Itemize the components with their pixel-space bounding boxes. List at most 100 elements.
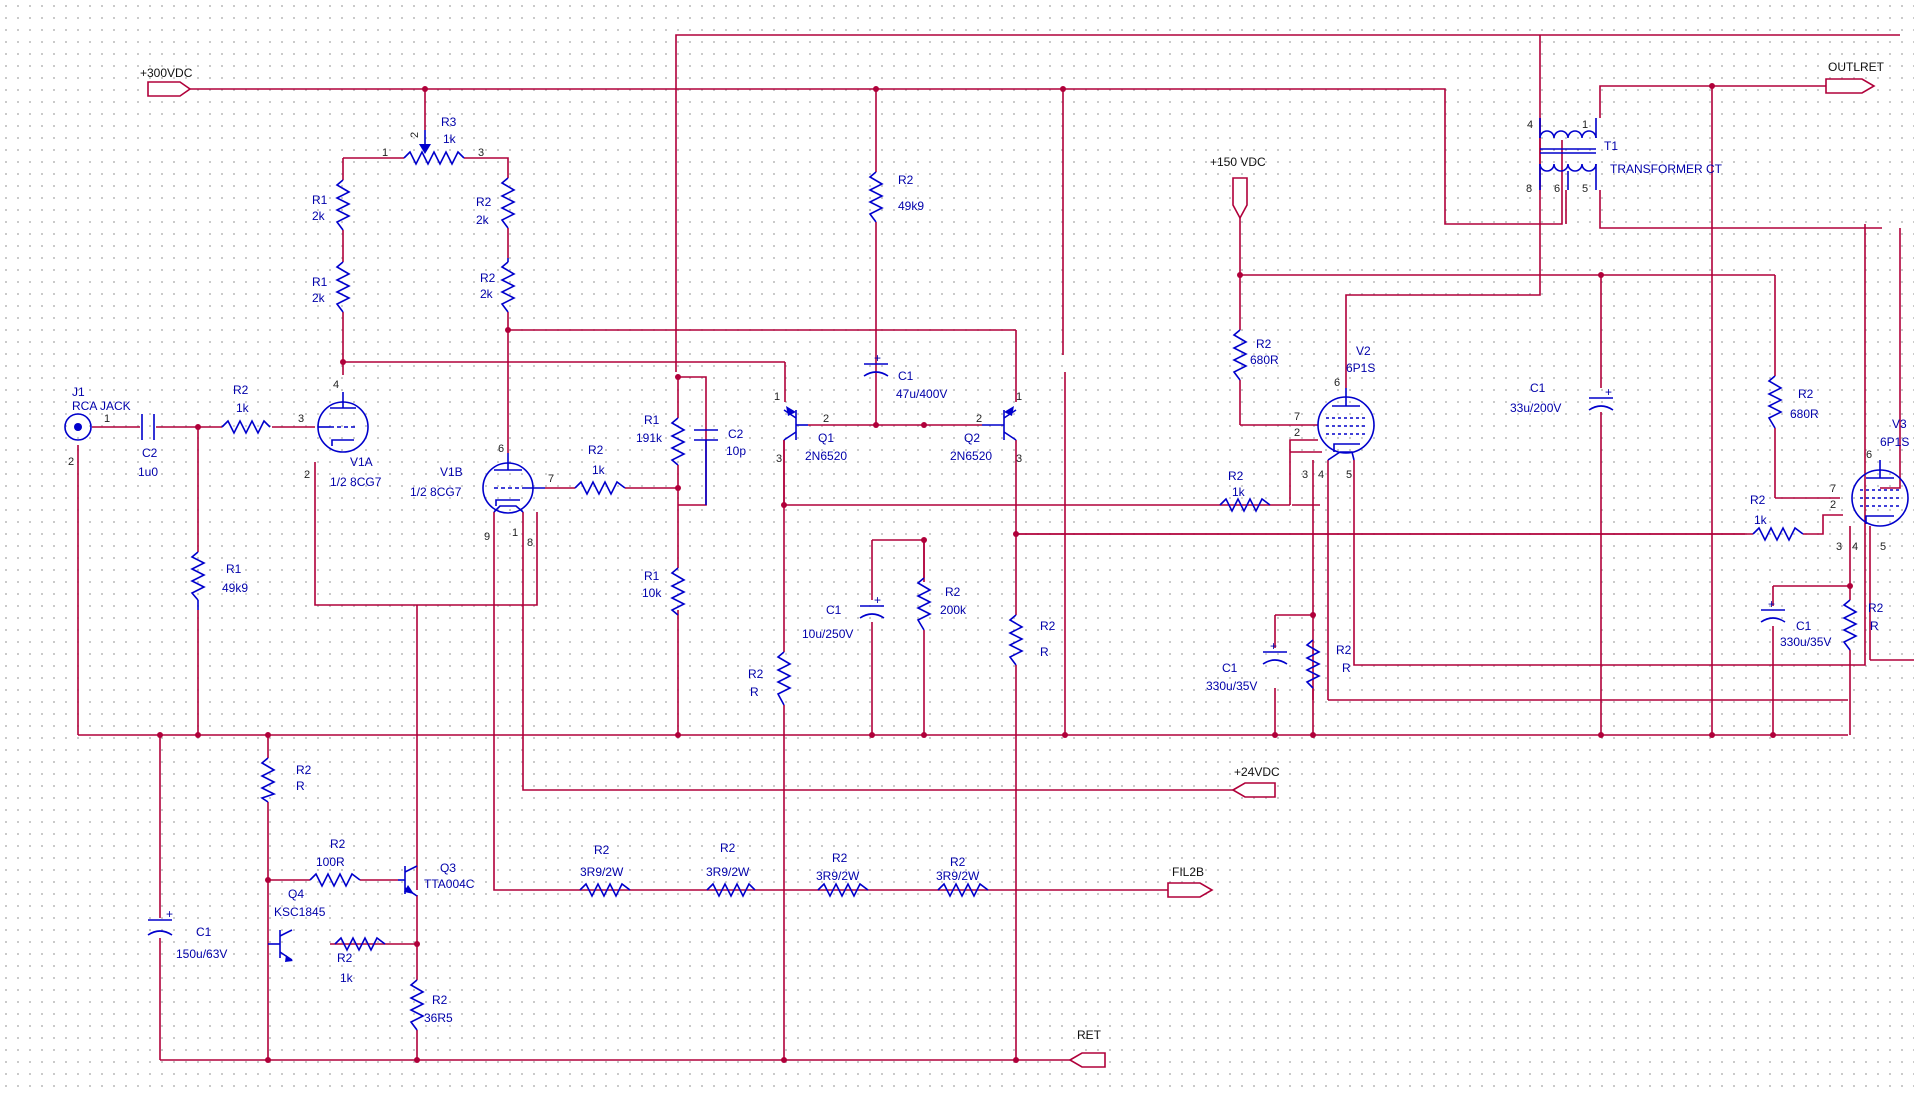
svg-text:C1: C1 <box>826 603 842 617</box>
svg-text:R2: R2 <box>476 195 492 209</box>
svg-text:R2: R2 <box>330 837 346 851</box>
tube-v2: V2 6P1S 6 7 2 3 4 5 <box>1294 344 1375 481</box>
transistor-q4: Q4 KSC1845 <box>268 887 326 962</box>
svg-text:49k9: 49k9 <box>222 581 248 595</box>
svg-text:3R9/2W: 3R9/2W <box>816 869 860 883</box>
svg-text:R2: R2 <box>1750 493 1766 507</box>
junctions <box>157 83 1853 1063</box>
svg-text:Q2: Q2 <box>964 431 980 445</box>
svg-text:1k: 1k <box>592 463 606 477</box>
svg-text:R1: R1 <box>644 569 660 583</box>
svg-text:8: 8 <box>1526 183 1532 195</box>
svg-text:7: 7 <box>548 473 554 485</box>
resistor-r2-1k-q4: R2 1k <box>334 936 386 985</box>
resistor-r2-1k-grid: R2 1k <box>574 443 626 496</box>
svg-text:7: 7 <box>1830 483 1836 495</box>
svg-text:C1: C1 <box>898 369 914 383</box>
svg-text:TRANSFORMER CT: TRANSFORMER CT <box>1610 162 1723 176</box>
svg-text:R1: R1 <box>226 562 242 576</box>
net-label: RET <box>1077 1028 1102 1042</box>
svg-text:680R: 680R <box>1250 353 1279 367</box>
port-p24: +24VDC <box>1231 765 1280 798</box>
resistor-r2-680r-b: R2 680R <box>1767 375 1819 429</box>
resistor-r2-rk2: R2 R <box>1305 639 1352 689</box>
capacitor-c1-47u: + C1 47u/400V <box>863 351 947 401</box>
svg-text:R1: R1 <box>312 275 328 289</box>
svg-text:R: R <box>750 685 759 699</box>
resistor-r2-2k-b: R2 2k <box>480 258 516 313</box>
svg-text:1: 1 <box>104 413 110 425</box>
svg-text:4: 4 <box>333 379 339 391</box>
resistor-r2-100r: R2 100R <box>309 837 361 888</box>
svg-text:5: 5 <box>1880 541 1886 553</box>
svg-text:R: R <box>1040 645 1049 659</box>
net-label: +150 VDC <box>1210 155 1266 169</box>
svg-text:C1: C1 <box>1796 619 1812 633</box>
svg-text:+: + <box>1270 639 1277 653</box>
svg-text:1: 1 <box>382 147 388 159</box>
svg-text:1/2 8CG7: 1/2 8CG7 <box>410 485 462 499</box>
svg-text:R2: R2 <box>432 993 448 1007</box>
transistor-q1: Q1 2N6520 1 2 3 <box>774 391 847 465</box>
resistor-r1-191k: R1 191k <box>636 413 686 466</box>
svg-text:6: 6 <box>498 443 504 455</box>
transformer-t1: T1 TRANSFORMER CT 4 1 8 6 5 <box>1526 118 1723 195</box>
resistor-r2-rk3: R2 R <box>1842 599 1884 651</box>
svg-text:2: 2 <box>976 413 982 425</box>
svg-text:1k: 1k <box>1232 485 1246 499</box>
resistor-r2-1k-v3: R2 1k <box>1750 493 1804 542</box>
svg-text:2: 2 <box>68 456 74 468</box>
svg-text:6P1S: 6P1S <box>1880 435 1909 449</box>
transistor-q2: Q2 2N6520 1 2 3 <box>950 391 1022 465</box>
resistor-r2-1k-v2: R2 1k <box>1219 469 1271 513</box>
svg-text:R2: R2 <box>233 383 249 397</box>
svg-text:191k: 191k <box>636 431 663 445</box>
svg-text:2k: 2k <box>312 291 326 305</box>
capacitor-c1-33u: + C1 33u/200V <box>1510 381 1614 415</box>
net-label: +300VDC <box>140 66 193 80</box>
port-outlret: OUTLRET <box>1825 60 1885 94</box>
svg-text:V1A: V1A <box>350 455 373 469</box>
svg-text:1k: 1k <box>236 401 250 415</box>
svg-text:1u0: 1u0 <box>138 465 158 479</box>
resistor-r2-680r-a: R2 680R <box>1232 329 1279 381</box>
svg-text:33u/200V: 33u/200V <box>1510 401 1561 415</box>
svg-text:2k: 2k <box>480 287 494 301</box>
port-fil2b: FIL2B <box>1167 865 1214 898</box>
svg-text:R1: R1 <box>312 193 328 207</box>
svg-text:2: 2 <box>1830 499 1836 511</box>
svg-text:3: 3 <box>478 147 484 159</box>
capacitor-c2-1u0: C2 1u0 <box>138 414 158 479</box>
svg-text:+: + <box>874 351 881 365</box>
svg-text:1k: 1k <box>1754 513 1768 527</box>
svg-text:100R: 100R <box>316 855 345 869</box>
svg-text:R: R <box>296 779 305 793</box>
svg-text:1/2 8CG7: 1/2 8CG7 <box>330 475 382 489</box>
svg-text:5: 5 <box>1582 183 1588 195</box>
svg-text:+: + <box>166 907 173 921</box>
svg-text:Q1: Q1 <box>818 431 834 445</box>
svg-text:3: 3 <box>1836 541 1842 553</box>
svg-text:+: + <box>874 593 881 607</box>
svg-text:3: 3 <box>1016 453 1022 465</box>
net-label: OUTLRET <box>1828 60 1885 74</box>
svg-text:R2: R2 <box>1256 337 1272 351</box>
svg-text:330u/35V: 330u/35V <box>1206 679 1257 693</box>
resistor-r2-3r9-1: R2 3R9/2W <box>579 843 631 898</box>
svg-text:2k: 2k <box>476 213 490 227</box>
svg-text:1k: 1k <box>443 132 457 146</box>
svg-text:R2: R2 <box>480 271 496 285</box>
svg-text:1: 1 <box>512 527 518 539</box>
svg-text:6: 6 <box>1866 449 1872 461</box>
net-label: FIL2B <box>1172 865 1204 879</box>
svg-text:4: 4 <box>1852 541 1858 553</box>
svg-text:1: 1 <box>1016 391 1022 403</box>
svg-text:V1B: V1B <box>440 465 463 479</box>
svg-text:+: + <box>1605 385 1612 399</box>
svg-text:2N6520: 2N6520 <box>950 449 992 463</box>
resistor-r2-200k: R2 200k <box>916 577 967 631</box>
svg-text:R2: R2 <box>1228 469 1244 483</box>
svg-text:R2: R2 <box>337 951 353 965</box>
svg-text:2: 2 <box>304 469 310 481</box>
